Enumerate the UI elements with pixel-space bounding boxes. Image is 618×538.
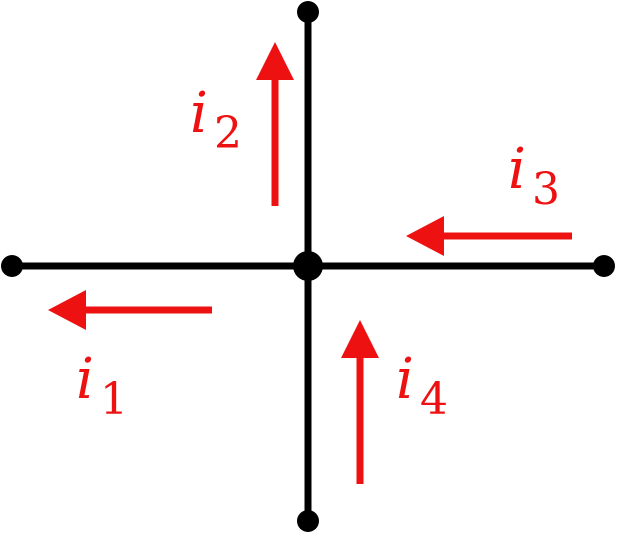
current-arrow-i4: [341, 320, 379, 484]
terminal-node-left: [1, 255, 23, 277]
current-label-i2-subscript: 2: [214, 108, 242, 159]
current-label-i1-symbol: i: [76, 347, 94, 412]
current-label-i1-subscript: 1: [100, 374, 128, 425]
terminal-node-bottom: [297, 510, 319, 532]
current-label-i3-subscript: 3: [532, 164, 560, 215]
current-label-i2: i 2: [190, 81, 242, 159]
junction-node: [293, 251, 323, 281]
current-arrow-i3: [406, 216, 572, 256]
current-label-i2-symbol: i: [190, 81, 208, 146]
current-label-i1: i 1: [76, 347, 128, 425]
terminal-node-top: [297, 1, 319, 23]
current-label-i3: i 3: [508, 137, 560, 215]
current-label-i4: i 4: [396, 347, 448, 425]
terminal-node-right: [593, 255, 615, 277]
current-arrow-i2: [256, 42, 294, 206]
current-label-i4-symbol: i: [396, 347, 414, 412]
current-label-i3-symbol: i: [508, 137, 526, 202]
current-arrow-i1: [48, 290, 212, 330]
current-label-i4-subscript: 4: [420, 374, 448, 425]
